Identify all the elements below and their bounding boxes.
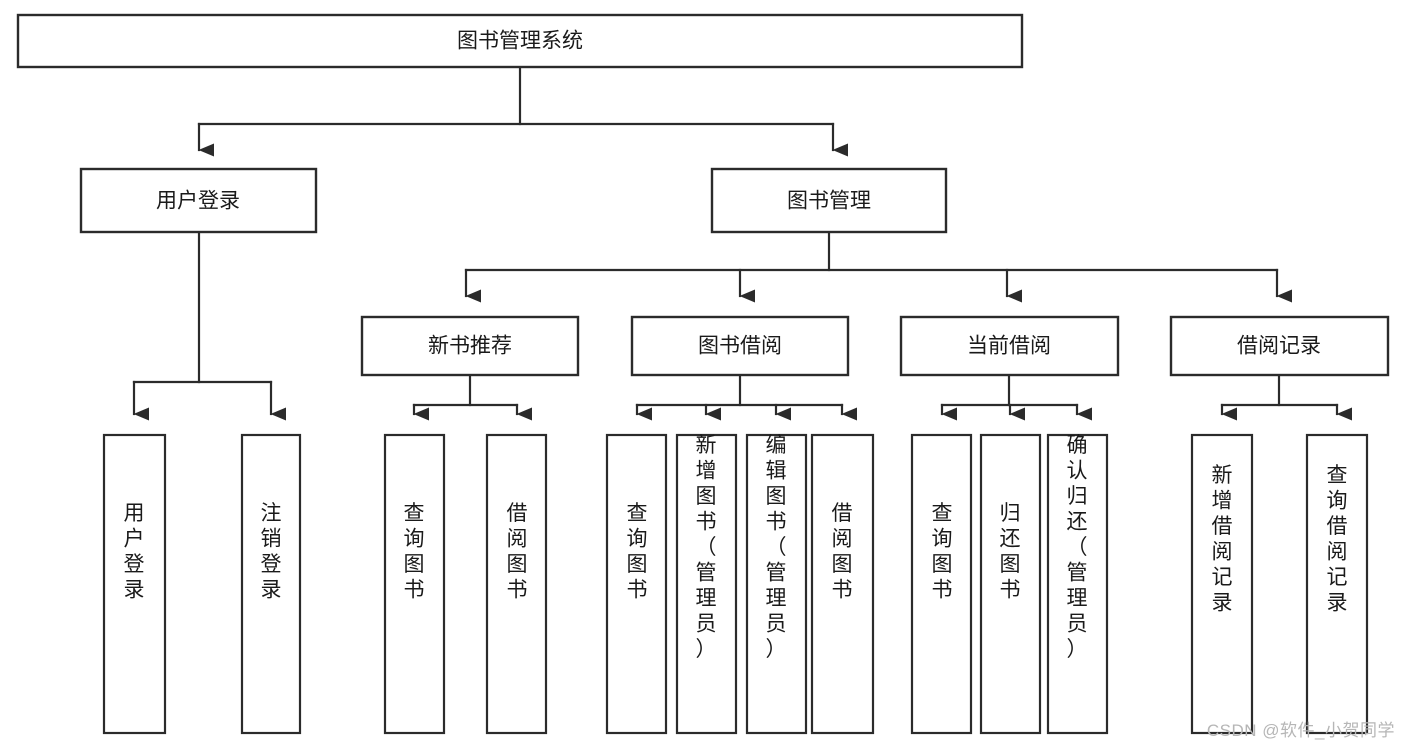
node-root-box[interactable] bbox=[16, 13, 1024, 69]
node-leaf-borrow-book-2[interactable]: 借阅图书 bbox=[810, 433, 875, 735]
node-leaf-edit-book[interactable]: 编辑图书（管理员） bbox=[745, 433, 808, 735]
node-leaf-query-record-label: 查询借阅记录 bbox=[1327, 464, 1348, 615]
connector-group-new-book-recommend bbox=[412, 373, 532, 421]
node-leaf-return-book[interactable]: 归还图书 bbox=[979, 433, 1042, 735]
connector-group-root bbox=[197, 65, 848, 157]
node-borrow-record-box[interactable] bbox=[1169, 315, 1390, 377]
node-book-manage[interactable]: 图书管理 bbox=[710, 167, 948, 234]
node-leaf-add-record-label: 新增借阅记录 bbox=[1212, 464, 1233, 615]
node-leaf-user-login-label: 用户登录 bbox=[124, 502, 145, 602]
node-new-book-recommend[interactable]: 新书推荐 bbox=[360, 315, 580, 377]
node-current-borrow-box[interactable] bbox=[899, 315, 1120, 377]
node-leaf-add-record-box[interactable] bbox=[1190, 433, 1254, 735]
node-leaf-query-book-3-label: 查询图书 bbox=[932, 502, 953, 602]
node-leaf-add-book-box[interactable] bbox=[675, 433, 738, 735]
node-leaf-return-book-box[interactable] bbox=[979, 433, 1042, 735]
node-leaf-add-record[interactable]: 新增借阅记录 bbox=[1190, 433, 1254, 735]
node-leaf-query-book-2-box[interactable] bbox=[605, 433, 668, 735]
node-book-borrow-label: 图书借阅 bbox=[698, 335, 782, 358]
node-borrow-record-label: 借阅记录 bbox=[1237, 335, 1321, 358]
node-leaf-return-book-label: 归还图书 bbox=[1000, 502, 1021, 602]
node-leaf-user-login[interactable]: 用户登录 bbox=[102, 433, 167, 735]
connector-group-current-borrow bbox=[940, 373, 1092, 421]
node-leaf-query-record[interactable]: 查询借阅记录 bbox=[1305, 433, 1369, 735]
node-leaf-edit-book-label: 编辑图书（管理员） bbox=[766, 434, 787, 661]
node-user-login-label: 用户登录 bbox=[156, 190, 240, 213]
connector-group-book-borrow bbox=[635, 373, 857, 421]
node-leaf-query-record-box[interactable] bbox=[1305, 433, 1369, 735]
node-leaf-query-book-1-box[interactable] bbox=[383, 433, 446, 735]
node-leaf-confirm-return-box[interactable] bbox=[1046, 433, 1109, 735]
node-new-book-recommend-label: 新书推荐 bbox=[428, 335, 512, 358]
node-leaf-logout-login[interactable]: 注销登录 bbox=[240, 433, 302, 735]
node-current-borrow[interactable]: 当前借阅 bbox=[899, 315, 1120, 377]
csdn-watermark: CSDN @软件_小贺同学 bbox=[1206, 721, 1395, 740]
node-leaf-user-login-box[interactable] bbox=[102, 433, 167, 735]
connector-group-user-login bbox=[132, 230, 286, 421]
node-leaf-edit-book-box[interactable] bbox=[745, 433, 808, 735]
node-user-login-box[interactable] bbox=[79, 167, 318, 234]
node-book-borrow-box[interactable] bbox=[630, 315, 850, 377]
connector-group-book-manage bbox=[464, 230, 1292, 303]
node-new-book-recommend-box[interactable] bbox=[360, 315, 580, 377]
node-borrow-record[interactable]: 借阅记录 bbox=[1169, 315, 1390, 377]
node-leaf-borrow-book-1-label: 借阅图书 bbox=[507, 502, 528, 602]
node-leaf-borrow-book-1-box[interactable] bbox=[485, 433, 548, 735]
node-leaf-query-book-2-label: 查询图书 bbox=[627, 502, 648, 602]
node-leaf-logout-login-label: 注销登录 bbox=[261, 502, 282, 602]
node-leaf-borrow-book-2-label: 借阅图书 bbox=[832, 502, 853, 602]
node-leaf-add-book-label: 新增图书（管理员） bbox=[696, 434, 717, 661]
node-leaf-add-book[interactable]: 新增图书（管理员） bbox=[675, 433, 738, 735]
node-leaf-query-book-3[interactable]: 查询图书 bbox=[910, 433, 973, 735]
node-book-manage-label: 图书管理 bbox=[787, 190, 871, 213]
node-leaf-borrow-book-2-box[interactable] bbox=[810, 433, 875, 735]
node-book-manage-box[interactable] bbox=[710, 167, 948, 234]
node-leaf-logout-login-box[interactable] bbox=[240, 433, 302, 735]
node-root-label: 图书管理系统 bbox=[457, 30, 583, 53]
connector-group-borrow-record bbox=[1220, 373, 1352, 421]
node-user-login[interactable]: 用户登录 bbox=[79, 167, 318, 234]
node-leaf-query-book-3-box[interactable] bbox=[910, 433, 973, 735]
node-leaf-confirm-return[interactable]: 确认归还（管理员） bbox=[1046, 433, 1109, 735]
node-book-borrow[interactable]: 图书借阅 bbox=[630, 315, 850, 377]
node-current-borrow-label: 当前借阅 bbox=[967, 335, 1051, 358]
node-leaf-query-book-1[interactable]: 查询图书 bbox=[383, 433, 446, 735]
node-leaf-query-book-1-label: 查询图书 bbox=[404, 502, 425, 602]
node-leaf-borrow-book-1[interactable]: 借阅图书 bbox=[485, 433, 548, 735]
node-root[interactable]: 图书管理系统 bbox=[16, 13, 1024, 69]
node-leaf-query-book-2[interactable]: 查询图书 bbox=[605, 433, 668, 735]
node-leaf-confirm-return-label: 确认归还（管理员） bbox=[1067, 434, 1088, 661]
